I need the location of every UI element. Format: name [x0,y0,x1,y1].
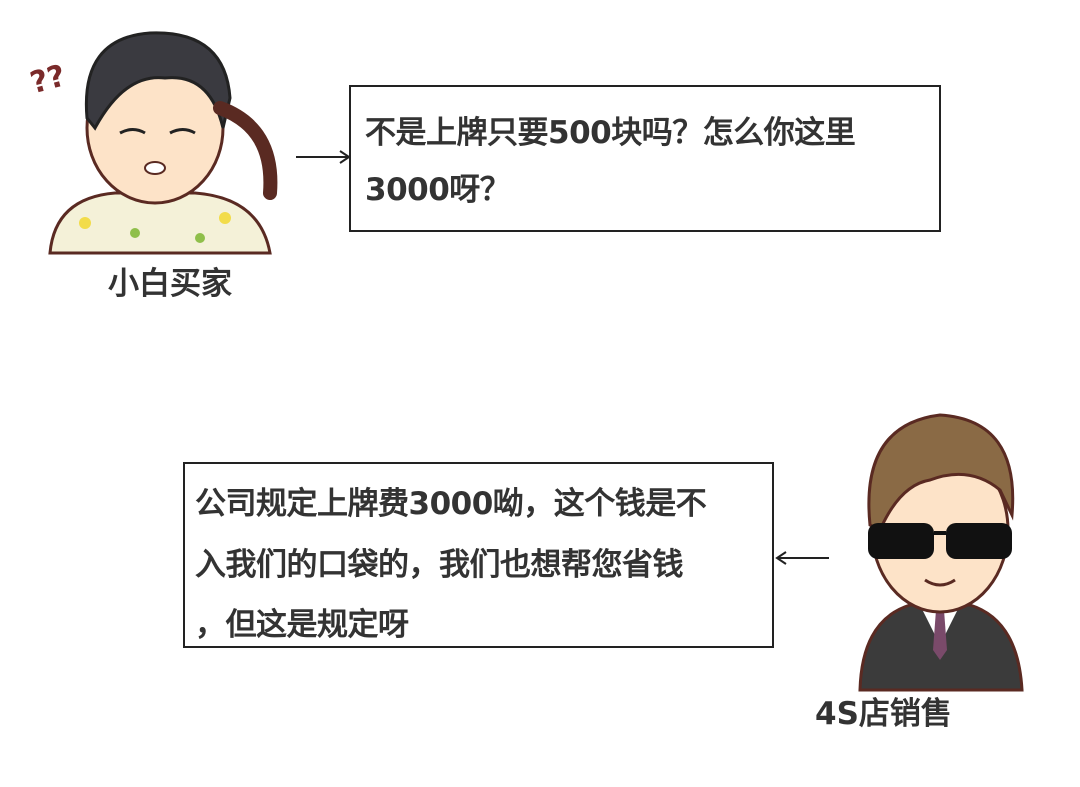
seller-speech-box: 公司规定上牌费3000呦，这个钱是不 入我们的口袋的，我们也想帮您省钱 ，但这是… [183,462,774,648]
buyer-name-label: 小白买家 [108,266,232,302]
speech-line: 3000呀？ [365,172,511,208]
speech-line: ，但这是规定呀 [195,607,409,643]
question-marks-icon: ?? [27,58,70,101]
speech-line: 公司规定上牌费3000呦，这个钱是不 [195,486,707,522]
speech-line: 不是上牌只要500块吗？怎么你这里 [365,115,856,151]
buyer-speech-box: 不是上牌只要500块吗？怎么你这里 3000呀？ [349,85,941,232]
seller-character-illustration [858,413,1024,692]
seller-name-label: 4S店销售 [815,696,952,732]
arrow-right-icon [296,150,351,164]
speech-line: 入我们的口袋的，我们也想帮您省钱 [195,547,684,583]
arrow-left-icon [775,551,829,565]
buyer-character-illustration: ?? [27,31,278,255]
